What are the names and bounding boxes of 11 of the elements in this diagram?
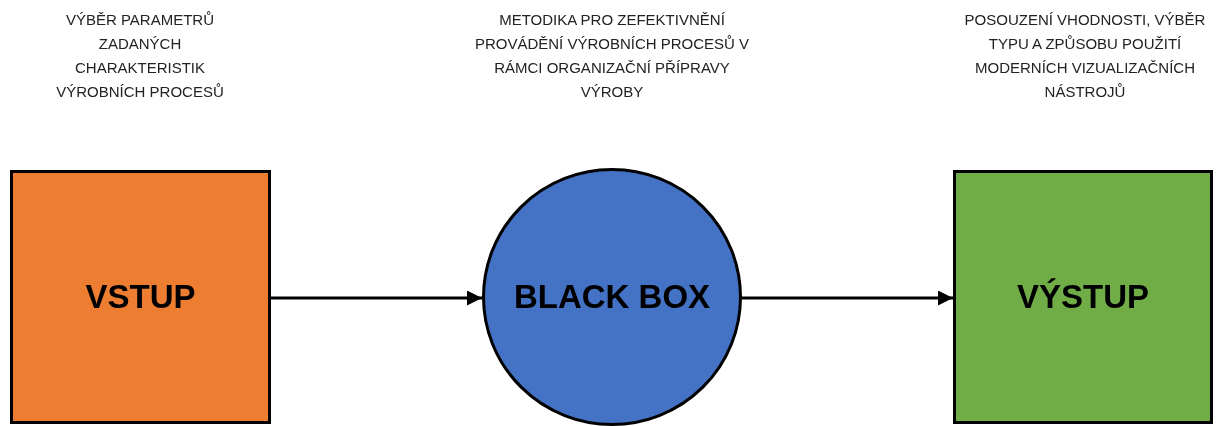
node-label: VSTUP xyxy=(85,278,196,316)
description-text: POSOUZENÍ VHODNOSTI, VÝBĚR TYPU A ZPŮSOBU POUŽITÍ MODERNÍCH VIZUALIZAČNÍCH NÁSTROJŮ xyxy=(963,10,1207,102)
process-circle xyxy=(482,168,742,426)
node-label: BLACK BOX xyxy=(513,278,711,316)
input-box xyxy=(10,170,271,424)
output-box xyxy=(953,170,1213,424)
arrow xyxy=(742,290,953,306)
description-text: METODIKA PRO ZEFEKTIVNĚNÍ PROVÁDĚNÍ VÝROBNÍCH PROCESŮ V RÁMCI ORGANIZAČNÍ PŘÍPRAVY VÝROBY xyxy=(473,10,751,102)
arrow xyxy=(271,290,482,306)
node-label: VÝSTUP xyxy=(1016,278,1149,316)
description-text: VÝBĚR PARAMETRŮ ZADANÝCH CHARAKTERISTIK VÝROBNÍCH PROCESŮ xyxy=(55,10,225,102)
